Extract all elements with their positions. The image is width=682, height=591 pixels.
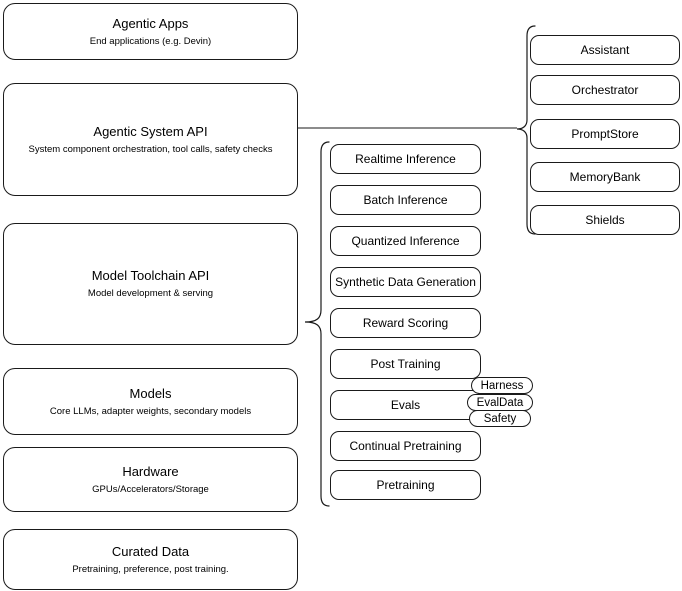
layer-title: Hardware: [122, 463, 179, 479]
layer-title: Model Toolchain API: [91, 268, 210, 283]
evals-subcomponent-label: Harness: [480, 379, 524, 392]
brace-model-toolchain-components: [303, 140, 331, 510]
component-label: Reward Scoring: [362, 315, 449, 330]
component-label: Synthetic Data Generation: [335, 274, 476, 289]
component-label: Continual Pretraining: [349, 438, 462, 453]
layer-title: Agentic Apps: [112, 15, 189, 31]
layer-title: Agentic System API: [93, 123, 208, 139]
system-component-assistant[interactable]: Assistant: [530, 35, 680, 65]
connector-system-api-to-components: [298, 118, 520, 140]
layer-model-toolchain-api[interactable]: Model Toolchain API Model development & …: [3, 223, 298, 345]
component-realtime-inference[interactable]: Realtime Inference: [330, 144, 481, 174]
evals-subcomponent-label: Safety: [483, 412, 517, 425]
layer-models[interactable]: Models Core LLMs, adapter weights, secon…: [3, 368, 298, 435]
component-label: Pretraining: [376, 477, 435, 492]
component-label: Batch Inference: [363, 192, 448, 207]
system-component-label: Shields: [585, 212, 625, 227]
component-batch-inference[interactable]: Batch Inference: [330, 185, 481, 215]
evals-subcomponent-safety[interactable]: Safety: [469, 410, 531, 427]
layer-title: Models: [129, 385, 172, 401]
layer-subtitle: Core LLMs, adapter weights, secondary mo…: [49, 405, 252, 417]
system-component-label: MemoryBank: [569, 169, 641, 184]
system-component-label: PromptStore: [571, 126, 639, 141]
component-pretraining[interactable]: Pretraining: [330, 470, 481, 500]
layer-title: Curated Data: [111, 543, 190, 559]
layer-subtitle: System component orchestration, tool cal…: [28, 143, 273, 155]
system-component-orchestrator[interactable]: Orchestrator: [530, 75, 680, 105]
evals-subcomponent-evaldata[interactable]: EvalData: [467, 394, 533, 411]
component-evals[interactable]: Evals: [330, 390, 481, 420]
layer-curated-data[interactable]: Curated Data Pretraining, preference, po…: [3, 529, 298, 590]
component-reward-scoring[interactable]: Reward Scoring: [330, 308, 481, 338]
layer-subtitle: Model development & serving: [87, 288, 214, 299]
component-synthetic-data-generation[interactable]: Synthetic Data Generation: [330, 267, 481, 297]
component-label: Post Training: [370, 356, 441, 371]
layer-agentic-apps[interactable]: Agentic Apps End applications (e.g. Devi…: [3, 3, 298, 60]
system-component-label: Assistant: [580, 42, 630, 57]
system-component-shields[interactable]: Shields: [530, 205, 680, 235]
component-post-training[interactable]: Post Training: [330, 349, 481, 379]
layer-agentic-system-api[interactable]: Agentic System API System component orch…: [3, 83, 298, 196]
system-component-label: Orchestrator: [571, 82, 639, 97]
layer-subtitle: Pretraining, preference, post training.: [72, 563, 229, 575]
component-label: Realtime Inference: [355, 151, 456, 166]
evals-subcomponent-label: EvalData: [476, 396, 524, 409]
component-quantized-inference[interactable]: Quantized Inference: [330, 226, 481, 256]
component-label: Quantized Inference: [351, 233, 460, 248]
layer-hardware[interactable]: Hardware GPUs/Accelerators/Storage: [3, 447, 298, 512]
system-component-memorybank[interactable]: MemoryBank: [530, 162, 680, 192]
layer-subtitle: End applications (e.g. Devin): [89, 35, 212, 47]
component-label: Evals: [390, 397, 421, 412]
layer-subtitle: GPUs/Accelerators/Storage: [92, 483, 209, 495]
component-continual-pretraining[interactable]: Continual Pretraining: [330, 431, 481, 461]
system-component-promptstore[interactable]: PromptStore: [530, 119, 680, 149]
evals-subcomponent-harness[interactable]: Harness: [471, 377, 533, 394]
